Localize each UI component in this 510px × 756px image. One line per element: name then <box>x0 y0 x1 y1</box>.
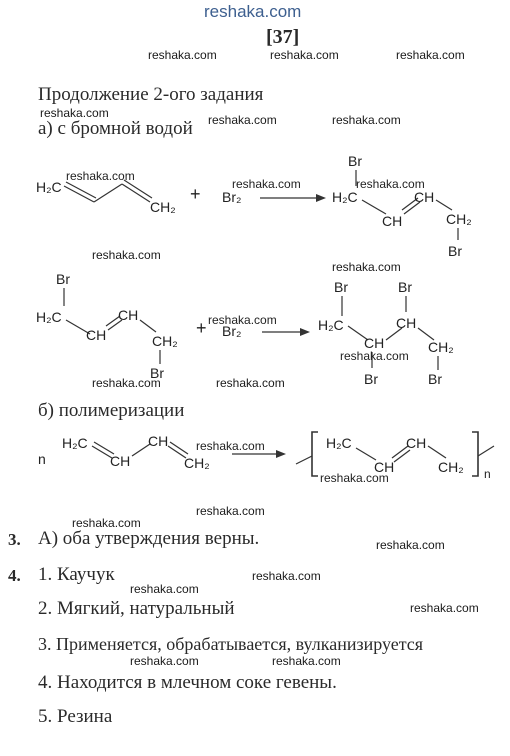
label-ch: CH <box>406 435 426 451</box>
label-n: n <box>38 451 46 467</box>
label-br: Br <box>364 371 378 387</box>
label-h2c: H₂C <box>36 179 62 195</box>
question-4-number: 4. <box>8 566 21 585</box>
watermark: reshaka.com <box>356 177 425 191</box>
label-ch2: CH₂ <box>446 211 472 227</box>
arrow-head <box>276 450 286 458</box>
reaction-2-diagram: Br H₂C CH CH CH₂ Br + Br₂ reshaka.com Br… <box>36 271 454 387</box>
label-h2c: H₂C <box>36 309 62 325</box>
watermark: reshaka.com <box>92 248 161 262</box>
label-ch: CH <box>148 433 168 449</box>
watermark: reshaka.com <box>340 349 409 363</box>
watermark: reshaka.com <box>208 313 277 327</box>
label-br: Br <box>398 279 412 295</box>
subheading-polymerization: б) полимеризации <box>38 400 185 421</box>
label-br: Br <box>428 371 442 387</box>
watermark: reshaka.com <box>410 601 479 615</box>
watermark: reshaka.com <box>320 471 389 485</box>
label-ch2: CH₂ <box>438 459 464 475</box>
label-br: Br <box>348 153 362 169</box>
label-br: Br <box>150 365 164 381</box>
watermark: reshaka.com <box>66 169 135 183</box>
watermark: reshaka.com <box>196 504 265 518</box>
label-br: Br <box>56 271 70 287</box>
question-4-item: 2. Мягкий, натуральный <box>38 598 235 619</box>
label-ch: CH <box>110 453 130 469</box>
watermark: reshaka.com <box>208 113 277 127</box>
watermark: reshaka.com <box>396 48 465 62</box>
label-br2: Br₂ <box>222 189 241 205</box>
label-h2c: H₂C <box>332 189 358 205</box>
label-ch: CH <box>414 189 434 205</box>
watermark: reshaka.com <box>72 516 141 530</box>
section-title: Продолжение 2-ого задания <box>38 84 264 105</box>
label-ch: CH <box>86 327 106 343</box>
label-ch: CH <box>396 315 416 331</box>
label-br: Br <box>334 279 348 295</box>
watermark: reshaka.com <box>252 569 321 583</box>
label-ch: CH <box>118 307 138 323</box>
label-n: n <box>484 467 491 481</box>
watermark: reshaka.com <box>232 177 301 191</box>
question-4-item: 5. Резина <box>38 706 113 727</box>
watermark: reshaka.com <box>376 538 445 552</box>
label-br: Br <box>448 243 462 259</box>
watermark: reshaka.com <box>196 439 265 453</box>
label-h2c: H₂C <box>62 435 88 451</box>
label-ch2: CH₂ <box>152 333 178 349</box>
reaction-1-diagram: H₂C CH₂ reshaka.com + Br₂ reshaka.com Br… <box>36 153 472 259</box>
label-ch: CH <box>374 459 394 475</box>
label-h2c: H₂C <box>326 435 352 451</box>
label-ch2: CH₂ <box>428 339 454 355</box>
site-header[interactable]: reshaka.com <box>204 2 302 21</box>
watermark: reshaka.com <box>40 106 109 120</box>
arrow-head <box>300 328 310 336</box>
watermark: reshaka.com <box>216 376 285 390</box>
question-3-answer: А) оба утверждения верны. <box>38 528 260 549</box>
watermark: reshaka.com <box>92 376 161 390</box>
label-ch2: CH₂ <box>150 199 176 215</box>
plus-sign: + <box>190 184 201 204</box>
question-4-item: 1. Каучук <box>38 564 115 585</box>
label-h2c: H₂C <box>318 317 344 333</box>
label-br2: Br₂ <box>222 323 241 339</box>
watermark: reshaka.com <box>148 48 217 62</box>
question-4-item: 3. Применяется, обрабатывается, вулканиз… <box>38 634 424 654</box>
reaction-3-diagram: n H₂C CH CH CH₂ reshaka.com H₂C CH CH CH… <box>38 431 495 485</box>
watermark: reshaka.com <box>332 113 401 127</box>
page-number: [37] <box>266 26 300 48</box>
label-ch: CH <box>364 335 384 351</box>
question-4-item: 4. Находится в млечном соке гевены. <box>38 672 337 693</box>
watermark: reshaka.com <box>130 582 199 596</box>
watermark: reshaka.com <box>272 654 341 668</box>
plus-sign: + <box>196 318 207 338</box>
watermark: reshaka.com <box>332 260 401 274</box>
subheading-bromine-water: а) с бромной водой <box>38 118 193 139</box>
label-ch2: CH₂ <box>184 455 210 471</box>
watermark: reshaka.com <box>130 654 199 668</box>
watermark: reshaka.com <box>270 48 339 62</box>
question-3-number: 3. <box>8 530 21 549</box>
label-ch: CH <box>382 213 402 229</box>
arrow-head <box>316 194 326 202</box>
